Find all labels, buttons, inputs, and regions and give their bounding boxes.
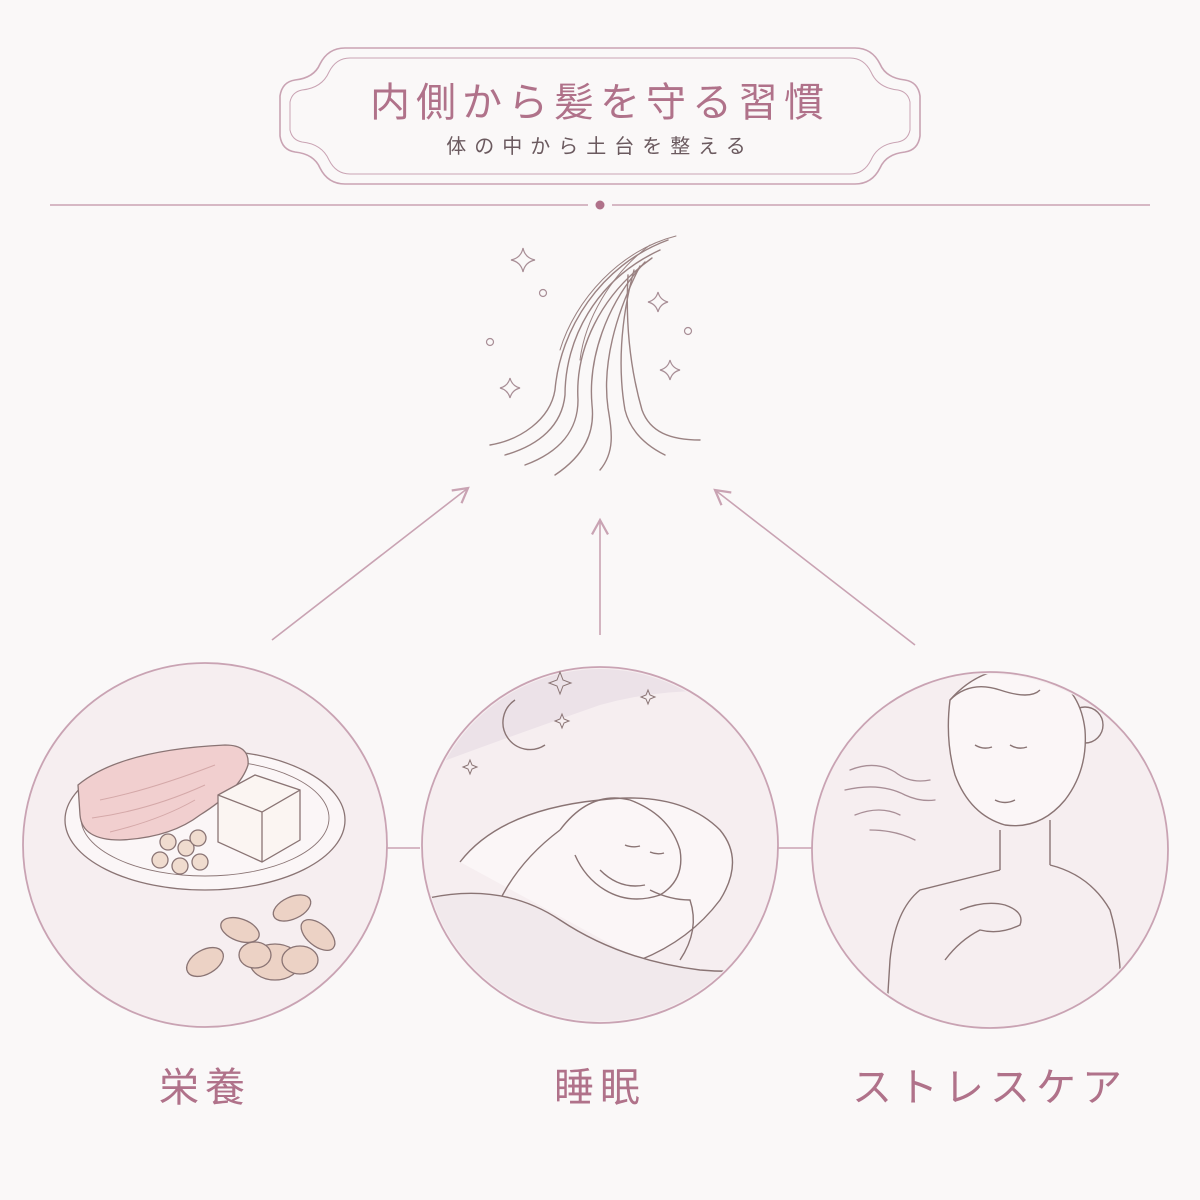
page-subtitle: 体の中から土台を整える (446, 134, 754, 158)
pillar-circle-sleep (421, 666, 779, 1024)
pillar-label-nutrition: 栄養 (159, 1065, 251, 1111)
pillar-circle-stress-care (811, 671, 1169, 1029)
sparkle-icons (485, 247, 693, 399)
arrow-nutrition (271, 486, 470, 641)
hair-strand-icon (489, 235, 701, 476)
arrow-stress (713, 488, 916, 646)
title-frame (279, 47, 921, 185)
pillar-label-sleep: 睡眠 (554, 1065, 646, 1111)
moon-icon (502, 699, 546, 751)
header-divider (50, 200, 1150, 210)
pillar-label-stress-care: ストレスケア (852, 1065, 1128, 1111)
pillar-circle-nutrition (22, 662, 388, 1028)
star-icons (461, 670, 657, 776)
flow-arrows (271, 486, 916, 646)
breeze-icon (844, 764, 936, 841)
page-title: 内側から髪を守る習慣 (370, 80, 830, 126)
breathing-woman-icon (884, 674, 1122, 1026)
food-plate-icon (64, 744, 346, 981)
